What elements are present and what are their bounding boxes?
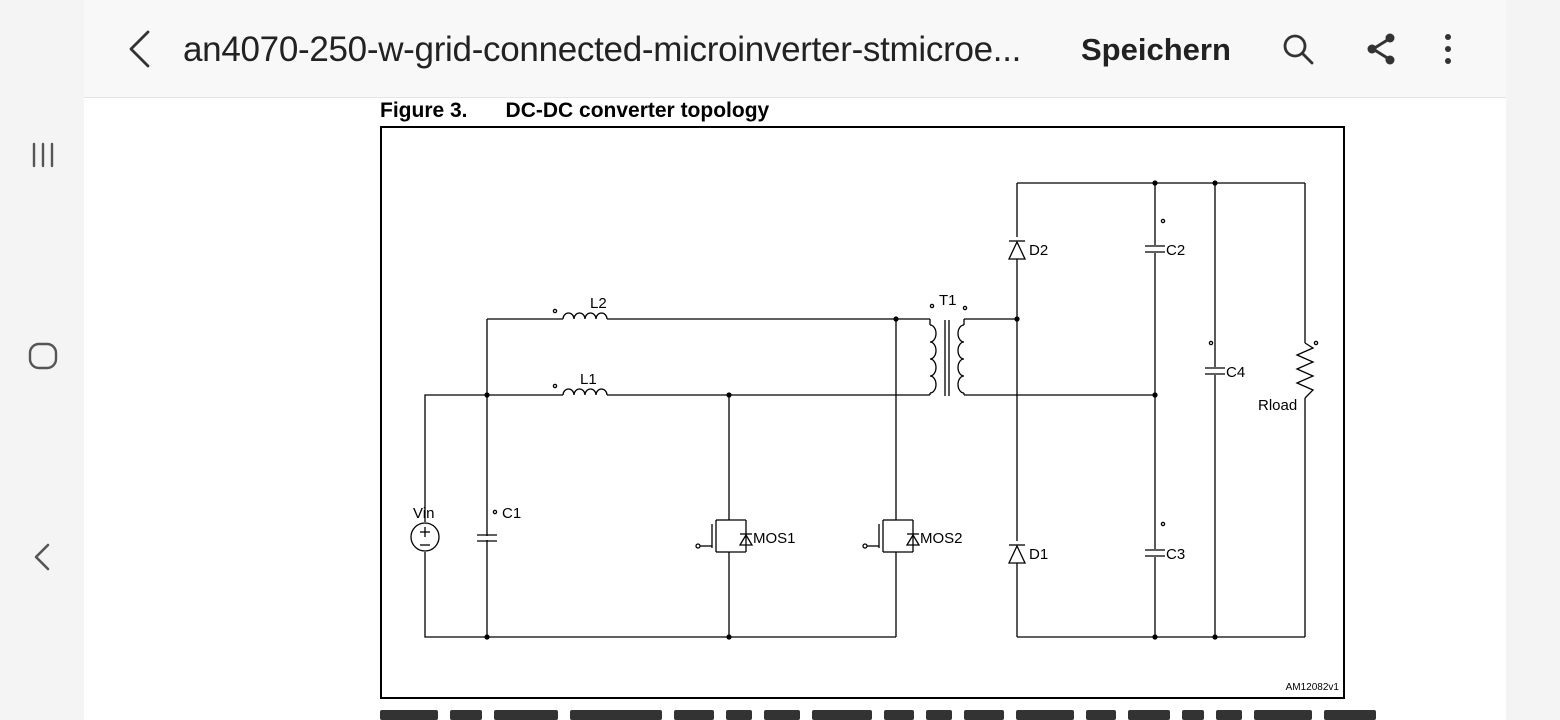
figure-title: DC-DC converter topology (505, 99, 770, 122)
label-C2: C2 (1166, 242, 1185, 259)
figure-id: AM12082v1 (1285, 682, 1339, 693)
label-D1: D1 (1029, 546, 1048, 563)
label-C4: C4 (1226, 364, 1245, 381)
label-L2: L2 (590, 295, 607, 312)
label-L1: L1 (580, 371, 597, 388)
label-C3: C3 (1166, 546, 1185, 563)
share-icon[interactable] (1358, 26, 1404, 72)
figure-number: Figure 3. (380, 99, 468, 122)
label-MOS2: MOS2 (920, 530, 963, 547)
circuit-diagram: L2 L1 T1 D2 D1 C2 C3 C4 C1 Vin MOS1 MOS2… (380, 126, 1345, 699)
back-icon[interactable] (122, 26, 158, 72)
label-D2: D2 (1029, 242, 1048, 259)
document-title: an4070-250-w-grid-connected-microinverte… (183, 30, 1022, 69)
label-Vin: Vin (413, 505, 434, 522)
right-edge (1506, 0, 1560, 720)
home-icon[interactable] (20, 333, 66, 379)
save-button[interactable]: Speichern (1081, 32, 1231, 67)
top-app-bar: an4070-250-w-grid-connected-microinverte… (84, 0, 1506, 98)
circuit-schematic: L2 L1 T1 D2 D1 C2 C3 C4 C1 Vin MOS1 MOS2… (410, 180, 1319, 640)
label-T1: T1 (939, 292, 957, 309)
nav-back-icon[interactable] (20, 534, 66, 580)
label-Rload: Rload (1258, 397, 1297, 414)
navigation-rail (0, 0, 84, 720)
recent-apps-icon[interactable] (20, 132, 66, 178)
body-text-cutoff (380, 710, 1380, 720)
figure-caption: Figure 3. DC-DC converter topology (380, 99, 769, 123)
search-icon[interactable] (1275, 26, 1321, 72)
more-vert-icon[interactable] (1425, 26, 1471, 72)
label-C1: C1 (502, 505, 521, 522)
label-MOS1: MOS1 (753, 530, 796, 547)
